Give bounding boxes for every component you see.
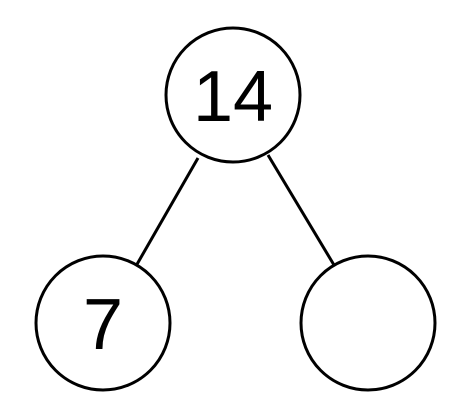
connector-whole-to-right-part bbox=[266, 154, 336, 266]
left-part-value: 7 bbox=[83, 285, 123, 365]
whole-circle bbox=[164, 26, 302, 164]
whole-value: 14 bbox=[193, 57, 273, 137]
whole-node: 14 bbox=[164, 26, 302, 164]
right-part-node[interactable] bbox=[299, 254, 437, 392]
connector-whole-to-left-part bbox=[134, 157, 200, 267]
left-part-circle bbox=[34, 254, 172, 392]
left-part-node: 7 bbox=[34, 254, 172, 392]
right-part-circle[interactable] bbox=[299, 254, 437, 392]
